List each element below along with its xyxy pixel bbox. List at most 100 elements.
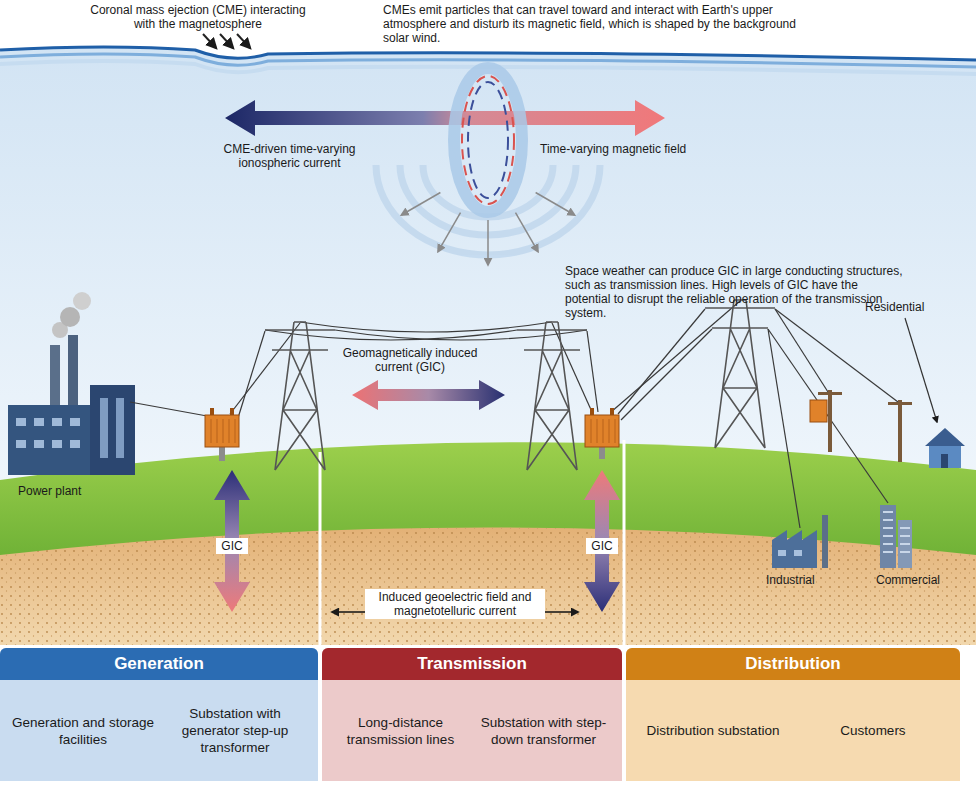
factory bbox=[772, 515, 828, 568]
panel-body: Generation and storage facilitiesSubstat… bbox=[0, 680, 318, 781]
power-plant bbox=[34, 418, 44, 426]
transmission-tower bbox=[705, 300, 775, 448]
office-buildings bbox=[880, 505, 912, 568]
current-ring bbox=[462, 76, 514, 204]
field-arrows bbox=[536, 193, 575, 216]
gic-ground-arrow bbox=[584, 470, 620, 612]
power-lines bbox=[230, 323, 300, 414]
power-plant bbox=[100, 398, 108, 458]
annotation-text: Commercial bbox=[876, 573, 940, 587]
power-lines bbox=[621, 329, 712, 420]
annotation-text: Coronal mass ejection (CME) interacting … bbox=[88, 3, 308, 31]
cme-arrows bbox=[203, 34, 216, 48]
field-arrows bbox=[487, 220, 489, 265]
field-arrows bbox=[516, 213, 539, 252]
panel-item: Substation with step-down transformer bbox=[477, 714, 610, 748]
annotation-text: Power plant bbox=[18, 484, 81, 498]
sector-panel: DistributionDistribution substation Custo… bbox=[626, 648, 960, 781]
annotation-text: Geomagnetically induced current (GIC) bbox=[335, 346, 485, 374]
transformer bbox=[610, 408, 614, 415]
annotation-text: Industrial bbox=[766, 573, 815, 587]
transformer bbox=[585, 408, 619, 459]
panel-body: Distribution substation Customers bbox=[626, 680, 960, 781]
arrow-label: GIC bbox=[586, 538, 618, 554]
panel-item: Customers bbox=[798, 722, 948, 739]
ionospheric-current-arrow bbox=[225, 100, 665, 136]
sector-panel: TransmissionLong-distance transmission l… bbox=[322, 648, 622, 781]
power-plant bbox=[90, 385, 135, 475]
power-lines bbox=[335, 330, 587, 340]
transformer bbox=[591, 419, 615, 443]
current-ring bbox=[454, 68, 522, 212]
transformer bbox=[205, 415, 239, 447]
arrow-label: Induced geoelectric field and magnetotel… bbox=[365, 589, 545, 619]
panel-item: Long-distance transmission lines bbox=[334, 714, 467, 748]
magnetosphere bbox=[0, 0, 976, 60]
earth bbox=[0, 528, 976, 646]
power-plant bbox=[68, 335, 78, 405]
power-lines bbox=[587, 331, 598, 412]
transmission-tower bbox=[265, 300, 775, 470]
power-plant bbox=[52, 418, 62, 426]
section-dividers bbox=[320, 440, 624, 645]
power-plant bbox=[34, 440, 44, 448]
power-plant bbox=[73, 292, 91, 310]
power-plant bbox=[70, 418, 80, 426]
gic-line-arrow bbox=[352, 380, 505, 410]
section-dividers bbox=[623, 440, 626, 645]
distribution-poles bbox=[898, 400, 902, 462]
panel-item: Generation and storage facilities bbox=[12, 714, 154, 748]
panel-body: Long-distance transmission lines Substati… bbox=[322, 680, 622, 781]
sky bbox=[0, 0, 976, 520]
house bbox=[941, 454, 948, 468]
transformer bbox=[599, 447, 605, 459]
distribution-poles bbox=[828, 390, 832, 452]
factory bbox=[794, 550, 802, 556]
earth bbox=[0, 528, 976, 646]
power-lines bbox=[130, 402, 207, 416]
factory bbox=[772, 530, 817, 568]
field-arrows bbox=[438, 213, 461, 252]
transformer bbox=[211, 419, 235, 443]
transformer bbox=[219, 447, 225, 461]
field-arrows bbox=[401, 193, 440, 216]
current-ring bbox=[454, 68, 522, 212]
panel-item: Distribution substation bbox=[638, 722, 788, 739]
transformer bbox=[230, 408, 234, 415]
power-plant bbox=[50, 345, 60, 405]
power-plant bbox=[8, 292, 135, 475]
panel-heading: Distribution bbox=[626, 648, 960, 680]
house bbox=[929, 446, 961, 468]
power-plant bbox=[16, 418, 26, 426]
house bbox=[925, 428, 965, 446]
power-lines bbox=[611, 301, 740, 412]
panel-heading: Transmission bbox=[322, 648, 622, 680]
annotation-text: Residential bbox=[865, 300, 924, 314]
magnetosphere bbox=[0, 47, 976, 60]
power-lines bbox=[768, 329, 888, 503]
transformer bbox=[590, 408, 594, 415]
power-lines bbox=[768, 329, 800, 528]
panel-heading: Generation bbox=[0, 648, 318, 680]
sector-panel: GenerationGeneration and storage facilit… bbox=[0, 648, 318, 781]
earth bbox=[0, 528, 976, 646]
arrow-label: GIC bbox=[216, 538, 248, 554]
office-buildings bbox=[883, 512, 910, 552]
annotation-text: CME-driven time-varying ionospheric curr… bbox=[222, 142, 357, 170]
transmission-tower bbox=[517, 322, 587, 470]
transformer bbox=[205, 408, 239, 461]
current-ring bbox=[468, 82, 508, 198]
power-plant bbox=[52, 440, 62, 448]
transformer bbox=[585, 415, 619, 447]
gic-ground-arrow bbox=[214, 470, 250, 612]
annotation-text: Time-varying magnetic field bbox=[540, 142, 730, 156]
annotation-text: Space weather can produce GIC in large c… bbox=[565, 264, 905, 320]
section-dividers bbox=[319, 452, 322, 645]
distribution-poles bbox=[810, 400, 827, 422]
house bbox=[925, 428, 965, 468]
power-lines bbox=[618, 309, 705, 414]
leader-line bbox=[905, 318, 937, 422]
power-lines bbox=[552, 323, 592, 412]
power-plant bbox=[70, 440, 80, 448]
